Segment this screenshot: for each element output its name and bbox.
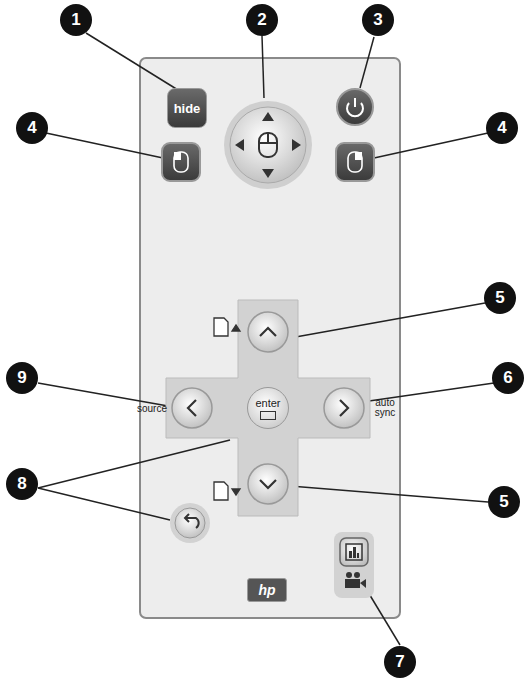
video-icon [345, 572, 366, 588]
callout-number: 8 [17, 474, 26, 494]
callout-number: 4 [497, 118, 506, 138]
back-button [175, 508, 205, 538]
mouse-pad [230, 107, 306, 183]
page-icons [214, 318, 240, 500]
button-caption: auto sync [370, 398, 400, 418]
projector-icon [260, 411, 276, 420]
button-text: hide [174, 101, 201, 116]
hp-logo: hp [247, 578, 287, 602]
leader-lines [38, 33, 494, 645]
callout-circles [6, 4, 524, 678]
callout-number: 4 [27, 118, 36, 138]
button-text: enter [255, 397, 280, 409]
callout-number: 5 [499, 492, 508, 512]
callout-number: 7 [395, 652, 404, 672]
back-ring [170, 503, 210, 543]
button-text: hp [258, 582, 275, 598]
mode-button [340, 538, 368, 566]
callout-number: 5 [495, 288, 504, 308]
callout-number: 2 [257, 10, 266, 30]
callout-number: 9 [17, 368, 26, 388]
power-button [337, 89, 373, 125]
mode-button-frame [334, 532, 374, 598]
callout-number: 6 [503, 368, 512, 388]
button-caption: source [137, 404, 167, 414]
callout-number: 3 [373, 10, 382, 30]
callout-number: 1 [71, 10, 80, 30]
enter-button: enter [247, 387, 289, 429]
mouse-icon [259, 133, 277, 157]
right-click-button [336, 143, 374, 181]
cross-pad [166, 300, 370, 516]
hide-button: hide [167, 88, 207, 128]
left-click-button [162, 143, 200, 181]
mouse-arrows [235, 112, 301, 178]
arrow-glyphs [188, 328, 348, 488]
arrow-buttons [172, 312, 364, 504]
mouse-pad-ring [224, 101, 312, 189]
remote-body [140, 58, 400, 618]
